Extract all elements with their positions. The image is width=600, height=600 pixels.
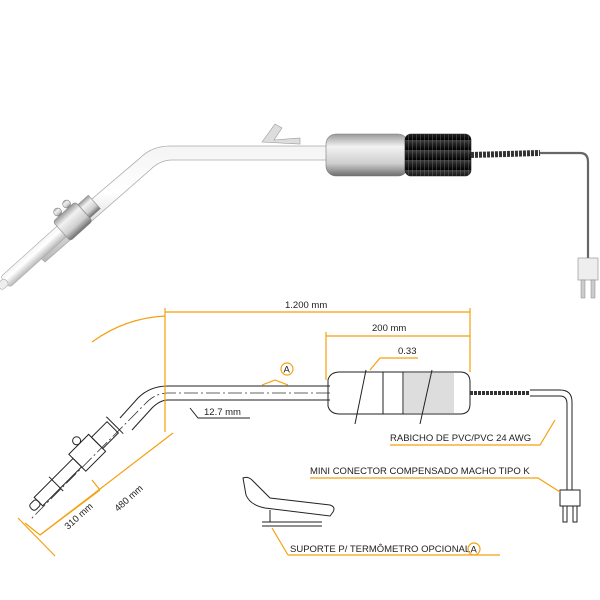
detail-marker: A: [284, 365, 291, 376]
label-connector: MINI CONECTOR COMPENSADO MACHO TIPO K: [310, 466, 530, 477]
dimension-lines: [17, 308, 561, 557]
dim-total-length: 1.200 mm: [285, 300, 327, 311]
detail-marker-circle: [280, 362, 294, 376]
render-handle: [325, 133, 409, 177]
render-clip: [261, 123, 301, 145]
drawing-handle: [327, 369, 471, 425]
technical-drawing: 1.200 mm 200 mm 0.33 12.7 mm 480 mm 310 …: [17, 300, 581, 557]
render-coil: [404, 133, 472, 177]
tube-diameter-leader: [189, 407, 250, 419]
drawing-cable: [530, 389, 573, 490]
support-marker-circle: [467, 542, 481, 556]
render-cable: [540, 151, 590, 258]
label-cable: RABICHO DE PVC/PVC 24 AWG: [390, 433, 531, 444]
dim-tube-diameter: 12.7 mm: [204, 407, 241, 418]
dim-wire-spec: 0.33: [398, 346, 417, 357]
product-render: [0, 123, 599, 299]
label-support: SUPORTE P/ TERMÔMETRO OPCIONAL: [290, 544, 470, 555]
dim-inclined-length: 480 mm: [113, 483, 146, 514]
render-probe: [0, 194, 101, 290]
drawing-probe: [29, 416, 124, 511]
render-connector: [577, 257, 599, 299]
drawing-support: [242, 476, 335, 527]
drawing-tube: [119, 385, 330, 431]
drawing-connector: [559, 489, 581, 523]
render-braided-cable: [470, 150, 541, 158]
support-marker: A: [471, 545, 478, 556]
tube-centerline: [29, 392, 330, 521]
dim-handle-length: 200 mm: [372, 323, 406, 334]
